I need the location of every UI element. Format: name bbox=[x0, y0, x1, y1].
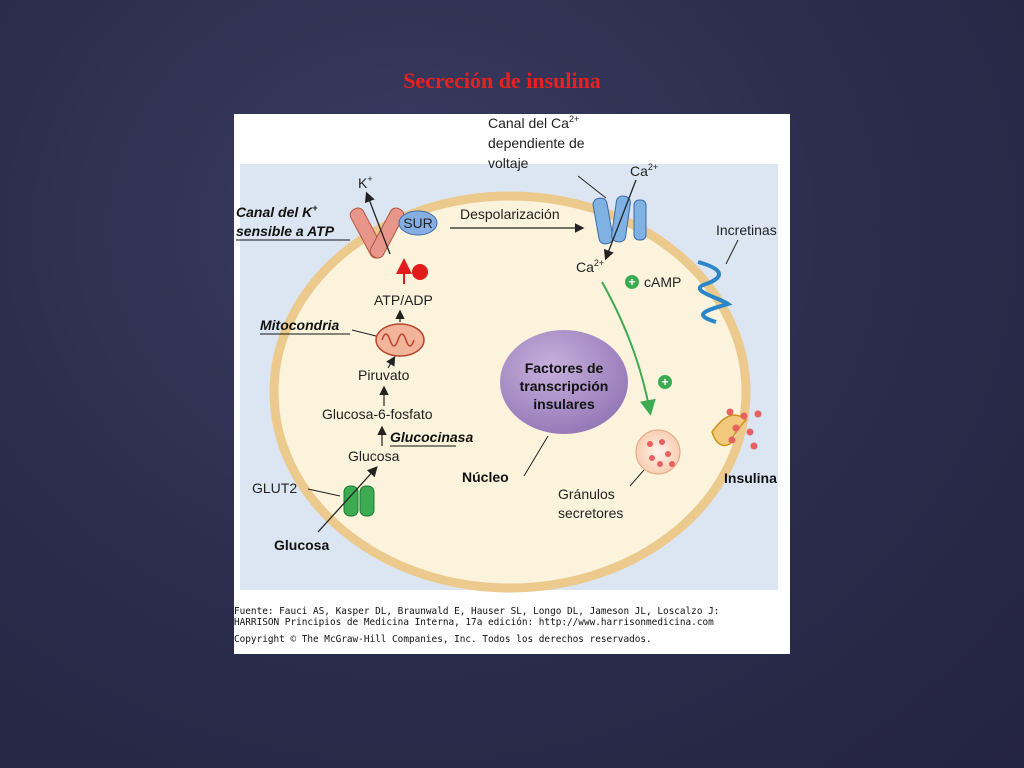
figure-credits: Fuente: Fauci AS, Kasper DL, Braunwald E… bbox=[234, 606, 790, 645]
glucokinase-label: Glucocinasa bbox=[390, 429, 473, 445]
depolarization-label: Despolarización bbox=[460, 206, 560, 222]
transcription-factors-line2: transcripción bbox=[520, 378, 609, 394]
secretory-granule bbox=[635, 429, 681, 475]
slide-title: Secreción de insulina bbox=[403, 68, 601, 93]
atp-inhibition-dot bbox=[412, 264, 428, 280]
ca-channel-leader bbox=[577, 175, 607, 199]
nucleus-shape bbox=[500, 330, 628, 434]
k-ion-label: K+ bbox=[358, 174, 373, 191]
glucose-uptake-arrow bbox=[317, 466, 378, 533]
granules-label-line2: secretores bbox=[558, 505, 623, 521]
ca-channel bbox=[592, 195, 647, 245]
credits-line2: HARRISON Principios de Medicina Interna,… bbox=[234, 617, 714, 629]
ca-channel-label-line1: Canal del Ca2+ bbox=[488, 114, 579, 131]
ca-extracellular-label: Ca2+ bbox=[630, 162, 658, 179]
camp-label: cAMP bbox=[644, 274, 681, 290]
insulin-secretion-figure: Factores de transcripción insulares Cana… bbox=[234, 114, 790, 654]
transcription-factors-line1: Factores de bbox=[525, 360, 604, 376]
ca-channel-label-line2: dependiente de bbox=[488, 135, 585, 151]
pyruvate-arrow bbox=[386, 355, 396, 369]
exocytosis-pocket bbox=[711, 414, 748, 447]
sur-subunit bbox=[398, 210, 438, 236]
credits-line3: Copyright © The McGraw-Hill Companies, I… bbox=[234, 633, 652, 645]
granule-insulin-dots bbox=[647, 439, 675, 467]
glucose-outer-label: Glucosa bbox=[274, 537, 329, 553]
glucose-inner-label: Glucosa bbox=[348, 448, 400, 464]
mitochondria-label: Mitocondria bbox=[260, 317, 340, 333]
secretion-plus-badge bbox=[658, 375, 672, 389]
granules-leader bbox=[629, 469, 645, 487]
transcription-factors-line3: insulares bbox=[533, 396, 595, 412]
nucleus-leader bbox=[523, 435, 549, 477]
g6p-label: Glucosa-6-fosfato bbox=[322, 406, 433, 422]
insulin-label: Insulina bbox=[724, 470, 777, 486]
katp-channel bbox=[349, 207, 405, 259]
ca-influx-arrow bbox=[603, 179, 637, 261]
katp-label-line2: sensible a ATP bbox=[236, 223, 335, 239]
pyruvate-label: Piruvato bbox=[358, 367, 410, 383]
sur-label: SUR bbox=[403, 215, 433, 231]
mitochondria-leader bbox=[351, 329, 377, 337]
ca-intracellular-label: Ca2+ bbox=[576, 258, 604, 275]
ca-channel-label-line3: voltaje bbox=[488, 155, 529, 171]
incretins-label: Incretinas bbox=[716, 222, 777, 238]
credits-line1: Fuente: Fauci AS, Kasper DL, Braunwald E… bbox=[234, 606, 720, 617]
beta-cell-diagram: Factores de transcripción insulares Cana… bbox=[236, 114, 778, 593]
k-efflux-arrow bbox=[364, 191, 391, 255]
nucleus-label: Núcleo bbox=[462, 469, 509, 485]
mitochondria bbox=[375, 323, 425, 357]
camp-plus-sign: + bbox=[628, 275, 635, 289]
camp-plus-badge bbox=[625, 275, 639, 289]
katp-label-line1: Canal del K+ bbox=[236, 203, 318, 220]
glut2-label: GLUT2 bbox=[252, 480, 297, 496]
glut2-leader bbox=[307, 488, 341, 497]
secretion-plus-sign: + bbox=[661, 375, 668, 389]
ca-secretion-arrow bbox=[601, 281, 656, 416]
atp-adp-label: ATP/ADP bbox=[374, 292, 433, 308]
incretins-leader bbox=[725, 239, 739, 265]
glut2-transporter bbox=[343, 485, 375, 517]
released-insulin-dots bbox=[726, 408, 762, 450]
granules-label-line1: Gránulos bbox=[558, 486, 615, 502]
incretin-receptor bbox=[697, 260, 733, 324]
